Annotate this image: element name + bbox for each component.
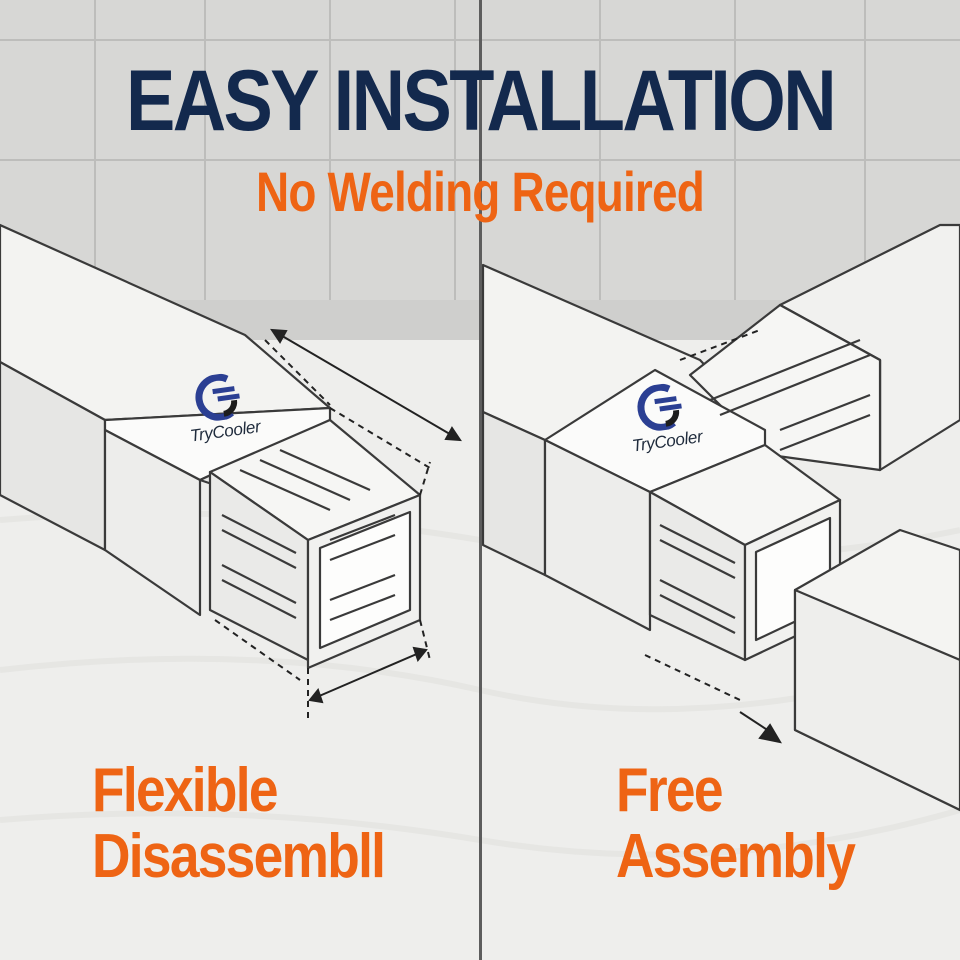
trycooler-logo-icon	[637, 383, 682, 431]
left-caption: Flexible Disassembll	[92, 756, 386, 891]
panel-divider	[479, 0, 482, 960]
trycooler-logo-icon	[195, 373, 240, 421]
left-caption-line1: Flexible	[92, 756, 279, 825]
subheadline: No Welding Required	[256, 160, 705, 223]
right-caption: Free Assembly	[616, 756, 856, 891]
left-caption-line2: Disassembll	[92, 822, 386, 891]
right-caption-line1: Free	[616, 756, 723, 825]
brand-logo-right: TryCooler	[608, 377, 720, 459]
headline: EASY INSTALLATION	[125, 53, 837, 149]
brand-logo-left: TryCooler	[166, 367, 278, 449]
right-caption-line2: Assembly	[616, 822, 856, 891]
